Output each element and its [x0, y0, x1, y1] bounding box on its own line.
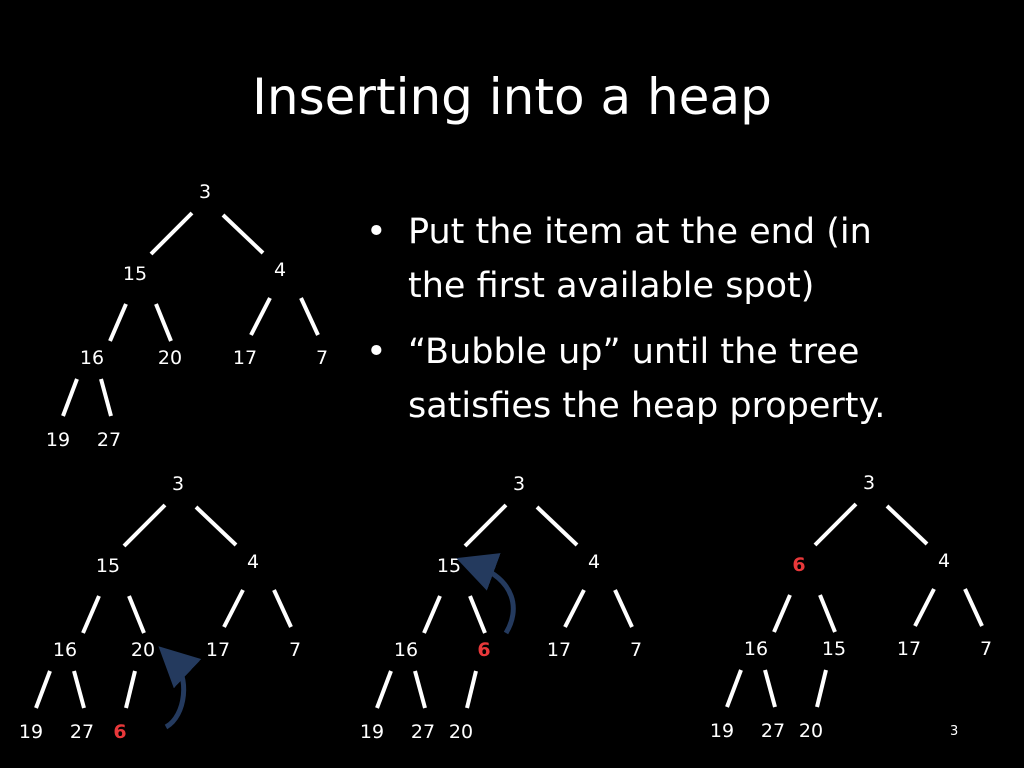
- bullet-list: • Put the item at the end (in the first a…: [362, 205, 922, 445]
- tree-edge: [299, 297, 320, 336]
- tree-node: 17: [233, 347, 257, 369]
- tree-edge: [535, 505, 579, 547]
- initial-heap: 3 15 4 16 20 17 7 19 27: [46, 181, 328, 451]
- swap-arrow-icon: [456, 553, 516, 635]
- inserted-node: 6: [477, 639, 490, 661]
- heap-step-3: 3 6 4 16 15 17 7 19 27 20: [710, 472, 992, 742]
- bullet-dot-icon: •: [366, 332, 387, 372]
- tree-edge: [468, 595, 487, 634]
- tree-node: 7: [289, 639, 301, 661]
- tree-node: 27: [70, 721, 94, 743]
- tree-node: 4: [938, 550, 950, 572]
- tree-node: 15: [123, 263, 147, 285]
- tree-node: 17: [547, 639, 571, 661]
- tree-node: 20: [799, 720, 823, 742]
- tree-edge: [249, 297, 272, 336]
- heap-step-2: 3 15 4 16 6 17 7 19 27 20: [360, 473, 642, 743]
- tree-node: 16: [80, 347, 104, 369]
- tree-node: 15: [96, 555, 120, 577]
- tree-edge: [772, 594, 792, 633]
- tree-edge: [422, 595, 442, 634]
- tree-edge: [221, 213, 265, 255]
- tree-node: 4: [274, 259, 286, 281]
- tree-node: 3: [513, 473, 525, 495]
- tree-edge: [34, 670, 52, 709]
- bullet-text: “Bubble up” until the tree satisfies the…: [408, 332, 886, 426]
- tree-node: 7: [980, 638, 992, 660]
- tree-edge: [154, 303, 173, 342]
- tree-edge: [813, 502, 858, 547]
- tree-node: 7: [630, 639, 642, 661]
- tree-node: 27: [97, 429, 121, 451]
- tree-node: 16: [394, 639, 418, 661]
- swap-arrow-icon: [158, 646, 202, 730]
- bullet-text: Put the item at the end (in the first av…: [408, 212, 872, 306]
- tree-edge: [725, 669, 743, 708]
- tree-node: 19: [46, 429, 70, 451]
- tree-edge: [815, 669, 828, 708]
- tree-node: 20: [449, 721, 473, 743]
- slide-number: 3: [950, 724, 959, 739]
- tree-node: 19: [360, 721, 384, 743]
- tree-node: 19: [19, 721, 43, 743]
- tree-node: 16: [53, 639, 77, 661]
- tree-edge: [763, 669, 777, 708]
- tree-node: 3: [863, 472, 875, 494]
- tree-node: 17: [206, 639, 230, 661]
- tree-node: 4: [247, 551, 259, 573]
- tree-edge: [613, 589, 634, 628]
- tree-edge: [72, 670, 86, 709]
- tree-node: 16: [744, 638, 768, 660]
- tree-edge: [149, 211, 194, 256]
- tree-edge: [818, 594, 837, 633]
- heap-step-1: 3 15 4 16 20 17 7 19 27 6: [19, 473, 301, 743]
- tree-node: 19: [710, 720, 734, 742]
- tree-node: 20: [131, 639, 155, 661]
- inserted-node: 6: [113, 721, 126, 743]
- tree-node: 3: [199, 181, 211, 203]
- tree-node: 3: [172, 473, 184, 495]
- tree-node: 15: [822, 638, 846, 660]
- tree-edge: [122, 503, 167, 548]
- tree-node: 4: [588, 551, 600, 573]
- tree-edge: [963, 588, 984, 627]
- tree-edge: [375, 670, 393, 709]
- tree-edge: [465, 670, 478, 709]
- tree-edge: [413, 670, 427, 709]
- tree-node: 27: [411, 721, 435, 743]
- tree-edge: [194, 505, 238, 547]
- inserted-node: 6: [792, 554, 805, 576]
- tree-node: 15: [437, 555, 461, 577]
- tree-node: 17: [897, 638, 921, 660]
- bullet-item: • “Bubble up” until the tree satisfies th…: [362, 325, 922, 433]
- tree-edge: [99, 378, 113, 417]
- tree-edge: [463, 503, 508, 548]
- tree-edge: [222, 589, 245, 628]
- tree-node: 20: [158, 347, 182, 369]
- tree-node: 27: [761, 720, 785, 742]
- tree-edge: [913, 588, 936, 627]
- bullet-item: • Put the item at the end (in the first a…: [362, 205, 922, 313]
- tree-edge: [81, 595, 101, 634]
- tree-edge: [108, 303, 128, 342]
- tree-node: 7: [316, 347, 328, 369]
- tree-edge: [563, 589, 586, 628]
- tree-edge: [127, 595, 146, 634]
- tree-edge: [124, 670, 137, 709]
- tree-edge: [272, 589, 293, 628]
- bullet-dot-icon: •: [366, 212, 387, 252]
- tree-edge: [61, 378, 79, 417]
- slide-title: Inserting into a heap: [252, 68, 772, 126]
- tree-edge: [885, 504, 929, 546]
